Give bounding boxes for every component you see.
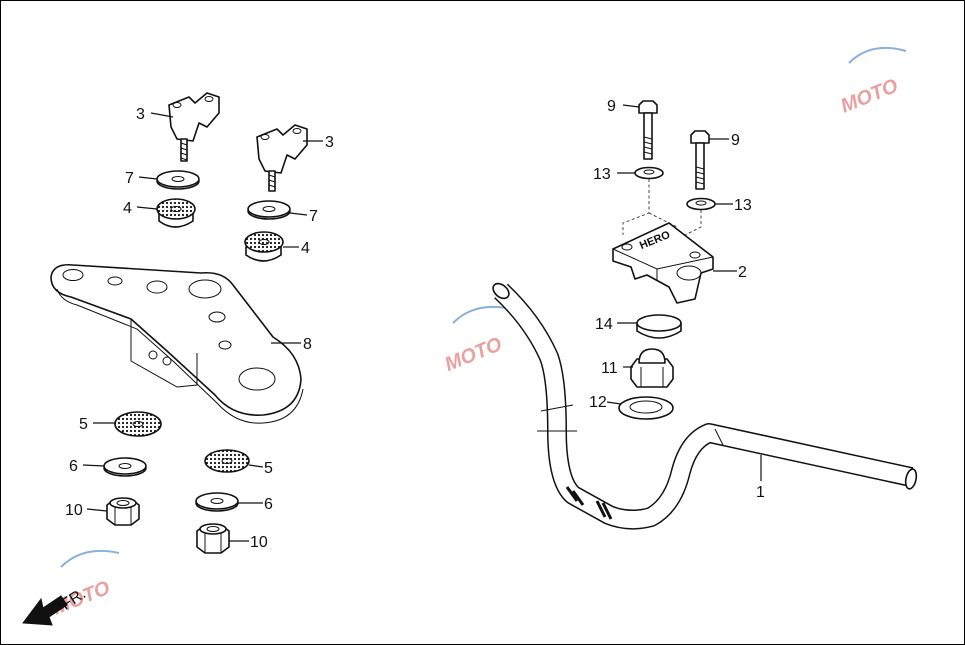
- washer-lower-right[interactable]: [195, 492, 239, 512]
- washer-bolt-right[interactable]: [686, 197, 716, 211]
- washer-stem[interactable]: [618, 396, 674, 420]
- handlebar-knurl-marks: [565, 486, 613, 520]
- callout-6-left: 6: [69, 458, 78, 475]
- callout-6-right: 6: [264, 496, 273, 513]
- callout-8: 8: [303, 336, 312, 353]
- front-direction-indicator: FR.: [22, 585, 89, 626]
- handlebar[interactable]: [490, 281, 918, 530]
- nut-right[interactable]: [196, 523, 230, 554]
- cushion-upper-right[interactable]: [244, 231, 284, 262]
- bridge-top[interactable]: [50, 263, 304, 424]
- cushion-lower-left[interactable]: [114, 411, 162, 437]
- bolt-right[interactable]: [690, 130, 710, 190]
- watermark-center: MOTO: [442, 305, 512, 376]
- callout-2: 2: [738, 264, 747, 281]
- callout-3-right: 3: [325, 134, 334, 151]
- callout-9-left: 9: [607, 98, 616, 115]
- washer-upper-left[interactable]: [156, 170, 200, 190]
- cushion-lower-right[interactable]: [204, 449, 250, 473]
- callout-10-right: 10: [250, 534, 268, 551]
- watermark-top-right: MOTO: [838, 46, 907, 118]
- washer-upper-right[interactable]: [247, 200, 291, 220]
- svg-text:MOTO: MOTO: [442, 333, 506, 376]
- callout-13-left: 13: [593, 166, 611, 183]
- nut-left[interactable]: [106, 497, 140, 526]
- callout-1: 1: [756, 484, 765, 501]
- callout-13-right: 13: [734, 197, 752, 214]
- callout-12: 12: [589, 394, 607, 411]
- handle-holder-lower-right[interactable]: [256, 124, 308, 192]
- callout-3-left: 3: [136, 106, 145, 123]
- front-arrow-icon: [22, 595, 68, 626]
- handle-holder-upper[interactable]: HERO: [612, 222, 714, 304]
- callout-7-right: 7: [309, 208, 318, 225]
- callout-14: 14: [595, 316, 613, 333]
- steering-stem-nut[interactable]: [630, 348, 674, 388]
- cushion-upper-left[interactable]: [156, 198, 196, 228]
- callout-5-right: 5: [264, 460, 273, 477]
- callout-4-left: 4: [123, 200, 132, 217]
- callout-4-right: 4: [301, 240, 310, 257]
- callout-7-left: 7: [125, 170, 134, 187]
- handle-holder-lower-left[interactable]: [168, 92, 220, 162]
- cap-stem[interactable]: [636, 314, 682, 339]
- washer-lower-left[interactable]: [103, 457, 147, 477]
- callout-10-left: 10: [65, 502, 83, 519]
- washer-bolt-left[interactable]: [634, 166, 664, 180]
- callouts: 3 3 7 7 4 4 8 5 5 6 6 10 10: [65, 98, 765, 551]
- callout-9-right: 9: [731, 132, 740, 149]
- bolt-left[interactable]: [638, 100, 658, 160]
- svg-text:MOTO: MOTO: [838, 75, 902, 118]
- callout-11: 11: [601, 360, 618, 377]
- callout-5-left: 5: [79, 416, 88, 433]
